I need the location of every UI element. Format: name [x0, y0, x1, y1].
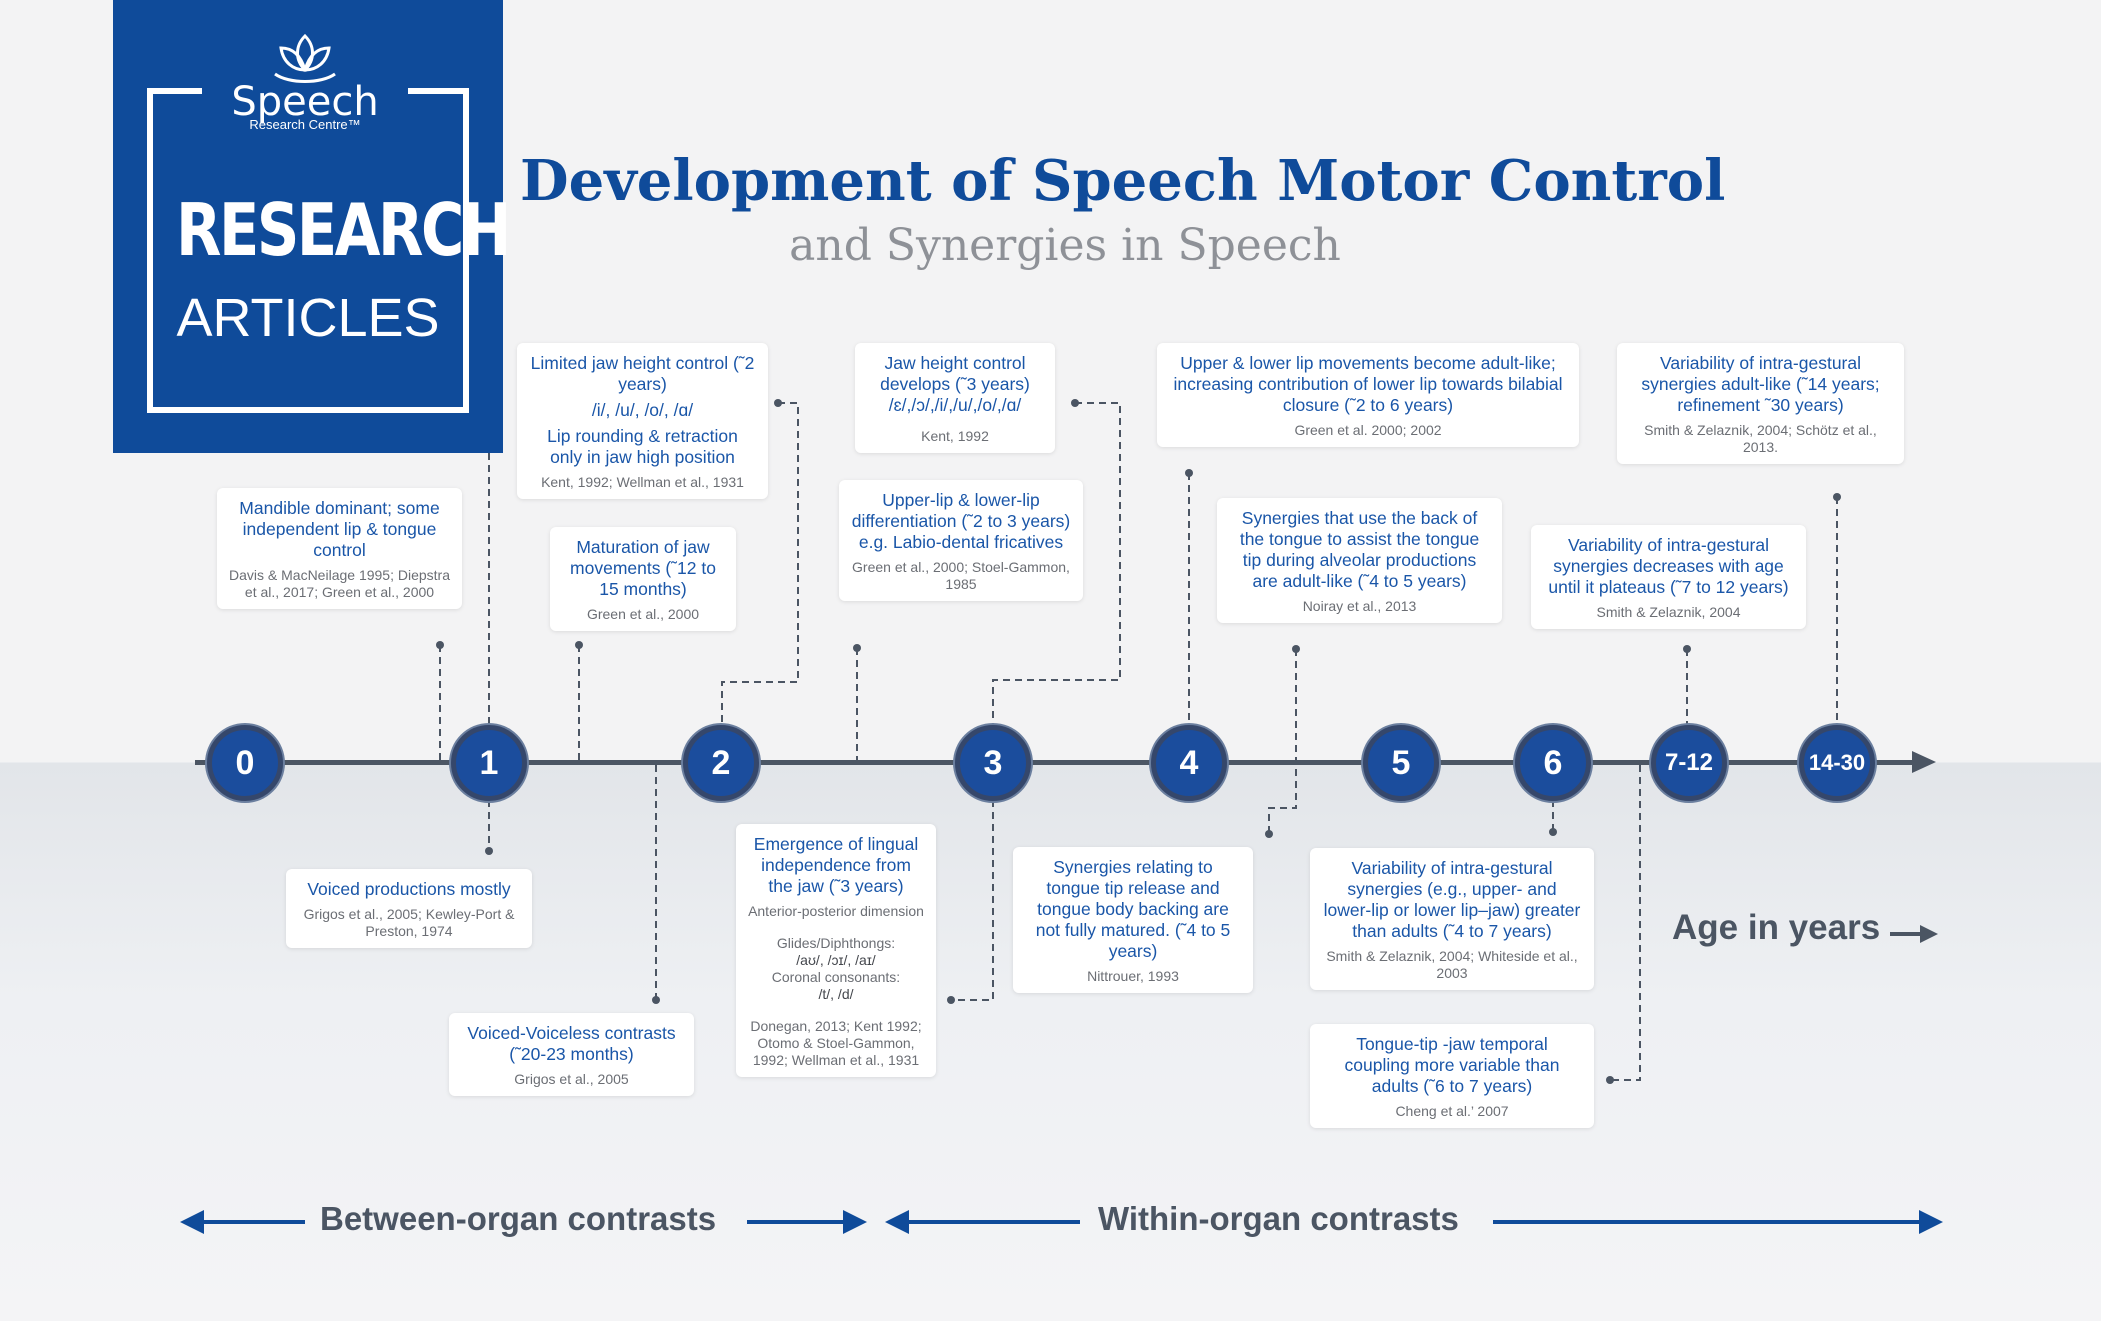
milestone-box-variability-adult: Variability of intra-gestural synergies … — [1617, 343, 1904, 464]
articles-heading: ARTICLES — [176, 288, 440, 348]
timeline-arrowhead — [1912, 751, 1936, 773]
milestone-box-tongue-tip-release: Synergies relating to tongue tip release… — [1013, 847, 1253, 993]
milestone-box-voiced-voiceless: Voiced-Voiceless contrasts (˜20-23 month… — [449, 1013, 694, 1096]
milestone-box-variability-greater: Variability of intra-gestural synergies … — [1310, 848, 1594, 990]
age-node-2: 2 — [683, 725, 759, 801]
arrow-left-icon — [180, 1210, 305, 1234]
milestone-box-jaw-height: Jaw height control develops (˜3 years) /… — [855, 343, 1055, 453]
arrow-right-icon — [747, 1210, 867, 1234]
logo-bracket-top-left — [147, 88, 202, 94]
leaf-speech-icon — [274, 33, 336, 83]
milestone-box-voiced: Voiced productions mostly Grigos et al.,… — [286, 869, 532, 948]
within-organ-label: Within-organ contrasts — [1098, 1200, 1459, 1237]
logo-bracket — [147, 88, 469, 413]
logo-bracket-top-right — [408, 88, 469, 94]
milestone-box-limited-jaw: Limited jaw height control (˜2 years) /i… — [517, 343, 768, 499]
timeline-axis — [195, 760, 1915, 765]
arrow-right-icon — [1890, 925, 1938, 943]
arrow-right-icon — [1493, 1210, 1943, 1234]
milestone-box-lingual-independence: Emergence of lingual independence from t… — [736, 824, 936, 1077]
logo-brand-sub: Research Centre™ — [249, 117, 361, 132]
age-node-5: 5 — [1363, 725, 1439, 801]
age-node-6: 6 — [1515, 725, 1591, 801]
milestone-box-lip-adult-like: Upper & lower lip movements become adult… — [1157, 343, 1579, 447]
page-subtitle: and Synergies in Speech — [789, 220, 1341, 271]
milestone-box-back-tongue: Synergies that use the back of the tongu… — [1217, 498, 1502, 623]
milestone-box-variability-decreases: Variability of intra-gestural synergies … — [1531, 525, 1806, 629]
age-node-7-12: 7-12 — [1651, 725, 1727, 801]
milestone-box-maturation: Maturation of jaw movements (˜12 to 15 m… — [550, 527, 736, 631]
milestone-box-lip-differentiation: Upper-lip & lower-lip differentiation (˜… — [839, 480, 1083, 601]
age-node-3: 3 — [955, 725, 1031, 801]
page-title: Development of Speech Motor Control — [520, 148, 1726, 214]
milestone-box-mandible: Mandible dominant; some independent lip … — [217, 488, 462, 609]
age-node-0: 0 — [207, 725, 283, 801]
between-organ-label: Between-organ contrasts — [320, 1200, 717, 1237]
age-node-14-30: 14-30 — [1799, 725, 1875, 801]
logo-brand: Speech — [231, 79, 379, 125]
age-node-1: 1 — [451, 725, 527, 801]
milestone-box-tongue-jaw-coupling: Tongue-tip -jaw temporal coupling more v… — [1310, 1024, 1594, 1128]
arrow-left-icon — [885, 1210, 1080, 1234]
age-node-4: 4 — [1151, 725, 1227, 801]
age-axis-label: Age in years — [1672, 908, 1881, 947]
logo-block — [113, 0, 503, 453]
